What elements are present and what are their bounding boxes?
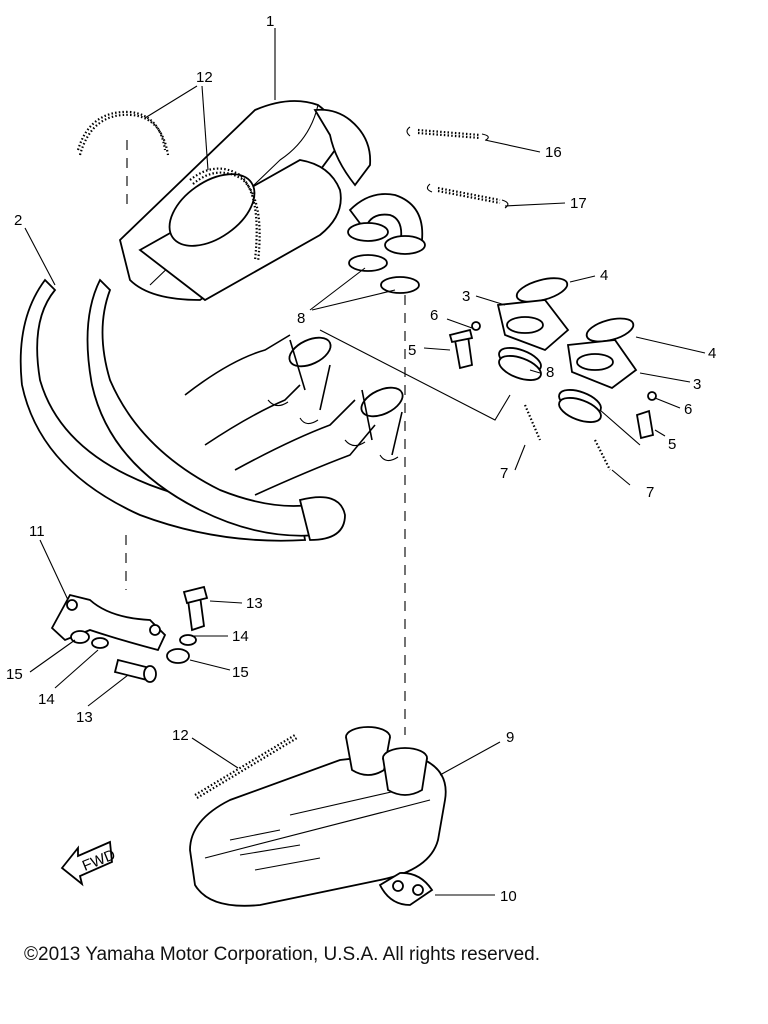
tension-springs	[406, 126, 509, 209]
callout-7: 7	[500, 465, 508, 482]
callout-8: 8	[546, 364, 554, 381]
callout-5: 5	[668, 436, 676, 453]
lower-silencer	[189, 726, 447, 907]
silencer-body	[119, 100, 372, 302]
callout-15: 15	[6, 666, 23, 683]
joint-pipes	[347, 193, 426, 294]
callout-6: 6	[430, 307, 438, 324]
copyright-notice: ©2013 Yamaha Motor Corporation, U.S.A. A…	[24, 944, 540, 965]
callout-13: 13	[76, 709, 93, 726]
manifold-joints	[319, 277, 657, 471]
callout-12: 12	[196, 69, 213, 86]
exhaust-parts-diagram: FWD 1 2 3 3 4 4 5 5 6 6 7 7 8 8 9 10 11 …	[6, 13, 716, 907]
callout-12: 12	[172, 727, 189, 744]
callout-14: 14	[232, 628, 249, 645]
callout-3: 3	[462, 288, 470, 305]
callout-17: 17	[570, 195, 587, 212]
callout-16: 16	[545, 144, 562, 161]
callout-4: 4	[708, 345, 716, 362]
callout-10: 10	[500, 888, 517, 905]
clamp-bands	[76, 110, 261, 263]
callout-13: 13	[246, 595, 263, 612]
bracket-assembly	[50, 585, 209, 683]
callout-2: 2	[14, 212, 22, 229]
alignment-lines	[125, 140, 406, 735]
callout-labels: 1 2 3 3 4 4 5 5 6 6 7 7 8 8 9 10 11 12 1…	[6, 13, 716, 905]
callout-5: 5	[408, 342, 416, 359]
leader-lines	[24, 28, 706, 896]
callout-8: 8	[297, 310, 305, 327]
callout-15: 15	[232, 664, 249, 681]
exhaust-pipes	[19, 278, 404, 542]
callout-1: 1	[266, 13, 274, 30]
callout-7: 7	[646, 484, 654, 501]
fwd-label: FWD	[80, 846, 118, 875]
callout-9: 9	[506, 729, 514, 746]
callout-6: 6	[684, 401, 692, 418]
callout-14: 14	[38, 691, 55, 708]
callout-4: 4	[600, 267, 608, 284]
callout-3: 3	[693, 376, 701, 393]
callout-11: 11	[29, 523, 45, 540]
fwd-arrow-icon: FWD	[60, 840, 118, 887]
